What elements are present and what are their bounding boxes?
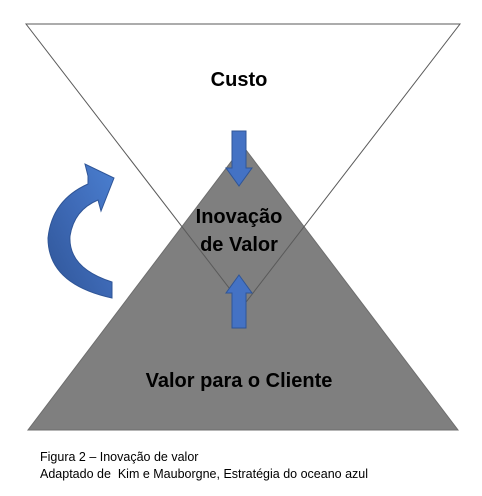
cost-label: Custo: [211, 69, 268, 91]
value-innovation-diagram: Custo Inovação de Valor Valor para o Cli…: [24, 23, 462, 431]
curved-arrow-icon: [47, 163, 115, 299]
customer-value-label: Valor para o Cliente: [146, 370, 333, 392]
down-arrow-icon: [225, 130, 253, 187]
caption-title: Figura 2 – Inovação de valor: [40, 450, 199, 464]
up-arrow-icon: [225, 274, 253, 329]
value-innovation-label-line2: de Valor: [200, 234, 278, 256]
inverted-triangle: [24, 23, 462, 307]
value-innovation-label-line1: Inovação: [196, 206, 283, 228]
figure-caption: Figura 2 – Inovação de valor Adaptado de…: [40, 449, 470, 483]
caption-source: Adaptado de Kim e Mauborgne, Estratégia …: [40, 467, 368, 481]
